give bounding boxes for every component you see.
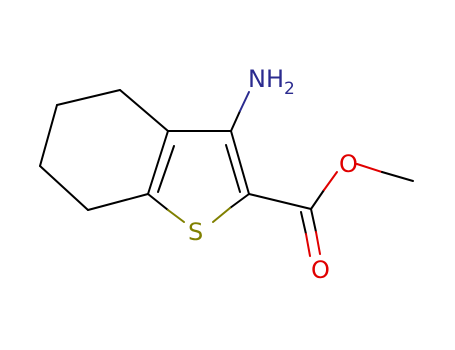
bond-s-c2-colored bbox=[212, 207, 231, 223]
bond-s-c2 bbox=[229, 193, 250, 209]
bond-ccarbonyl-ocarbonyl-b bbox=[300, 211, 307, 235]
bond-ccarbonyl-ocarbonyl-b-colored bbox=[305, 233, 311, 257]
ether-oxygen-label: O bbox=[339, 150, 358, 178]
amine-label: NH2 bbox=[248, 65, 295, 99]
bond-ccarbonyl-oether-colored bbox=[323, 171, 338, 191]
amine-label-subscript: 2 bbox=[284, 79, 295, 99]
bond-c7-c8 bbox=[39, 165, 89, 211]
ester-bonds bbox=[248, 163, 414, 257]
bond-c8a-s bbox=[147, 193, 169, 211]
bond-ccarbonyl-ocarbonyl-a bbox=[310, 208, 317, 233]
bond-oether-methyl-black bbox=[381, 171, 414, 182]
bond-c8a-s-colored bbox=[167, 209, 185, 223]
bond-c5-c6 bbox=[56, 89, 121, 106]
thiophene-ring-bonds bbox=[147, 130, 250, 195]
bond-c8-c8a bbox=[87, 193, 149, 211]
bond-ccarbonyl-ocarbonyl-a-colored bbox=[315, 231, 321, 255]
bond-c3-c2-inner bbox=[225, 144, 241, 193]
amine-bond bbox=[230, 91, 250, 132]
bond-c2-ccarbonyl bbox=[248, 193, 312, 210]
bond-oether-methyl bbox=[356, 163, 383, 173]
bond-c3a-c8a bbox=[147, 130, 169, 195]
bond-c3-n bbox=[230, 110, 241, 132]
bond-ccarbonyl-oether bbox=[310, 189, 325, 210]
bond-c3-n-colored bbox=[239, 91, 250, 112]
carbonyl-oxygen-label: O bbox=[311, 256, 330, 284]
bond-c3a-c8a-inner bbox=[157, 145, 175, 193]
bond-c6-c7 bbox=[39, 104, 58, 167]
amine-label-main: NH bbox=[248, 65, 284, 93]
sulfur-bonds bbox=[147, 193, 250, 223]
sulfur-label: S bbox=[188, 218, 203, 246]
bond-c3-c2 bbox=[230, 130, 250, 195]
bond-c4-c5 bbox=[119, 89, 169, 132]
cyclohexane-ring-bonds bbox=[39, 89, 169, 211]
